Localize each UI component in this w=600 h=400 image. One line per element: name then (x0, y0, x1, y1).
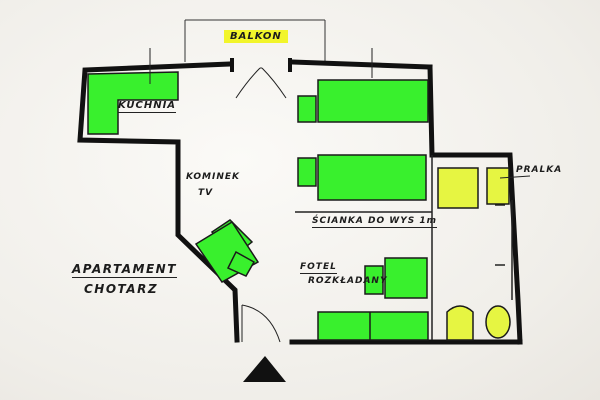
balcony-door (235, 67, 287, 99)
bed-lower (297, 154, 427, 201)
washer-label: PRALKA (516, 165, 563, 175)
apartment-name-line2: CHOTARZ (84, 282, 159, 296)
entrance-door (241, 304, 281, 343)
armchair-sub-label: ROZKŁADANY (308, 276, 388, 286)
walls (77, 59, 523, 345)
armchair (364, 257, 428, 299)
armchair-label: FOTEL (300, 262, 337, 274)
kitchen-label: KUCHNIA (118, 100, 177, 113)
fireplace-label: KOMINEK (186, 172, 241, 182)
bathroom-fixtures (446, 305, 511, 341)
balcony-label: BALKON (224, 30, 288, 43)
dining-table (194, 219, 260, 283)
apartment-name-line1: APARTAMENT (72, 262, 177, 278)
balcony-door-posts (230, 58, 292, 72)
washer-area (437, 167, 531, 209)
entrance-arrow (243, 356, 286, 382)
partition-label: ŚCIANKA DO WYS 1m (312, 216, 437, 228)
tv-label: TV (198, 188, 214, 198)
kitchen-counter (87, 48, 179, 135)
partitions (295, 155, 513, 340)
balcony-dimension-line (184, 19, 326, 62)
bottom-cabinet (317, 311, 429, 341)
bed-upper (297, 48, 429, 123)
